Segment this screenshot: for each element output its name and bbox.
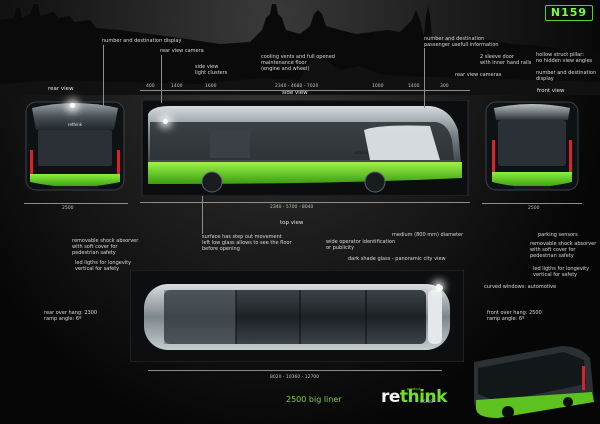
label-sleeve-door: 2 sleeve door with inner hand rails xyxy=(480,54,532,66)
dimension-line xyxy=(482,203,582,204)
label-curved-windows: curved windows: automotive xyxy=(484,284,557,290)
dim-2340-4680-7020: 2340 - 4680 - 7020 xyxy=(275,84,319,89)
dim-1400-left: 1400 xyxy=(171,84,183,89)
side-logo: rethink xyxy=(354,150,369,155)
label-surface-step: surface has step out movement left low g… xyxy=(202,234,292,252)
label-parking-sensors: parking sensors xyxy=(538,232,578,238)
label-number-destination: number and destination display xyxy=(102,38,182,44)
leader-line xyxy=(103,45,104,107)
label-dark-glass: dark shade glass - panoramic city view xyxy=(348,256,446,262)
dimension-line xyxy=(140,202,470,203)
dim-top-total: 8020 - 10360 - 12700 xyxy=(270,375,320,380)
label-medium-diameter: medium (800 mm) diameter xyxy=(392,232,464,238)
dim-300: 300 xyxy=(440,84,449,89)
side-view-title: side view xyxy=(282,90,308,96)
date: 06/08 xyxy=(420,400,433,405)
label-side-light: side view light clusters xyxy=(195,64,228,76)
label-rear-camera: rear view camera xyxy=(160,48,204,54)
rear-view-bus: rethink xyxy=(25,101,125,191)
label-passenger-info: number and destination passenger usefull… xyxy=(424,36,499,48)
top-glare xyxy=(436,284,441,289)
label-rear-overhang: rear over hang: 2300 ramp angle: 6º xyxy=(44,310,98,322)
brand-sub: product xyxy=(407,387,421,391)
side-view-bus: rethink xyxy=(141,100,469,196)
dim-1400-right: 1400 xyxy=(408,84,420,89)
label-shock-right: removable shock absorver with soft cover… xyxy=(530,241,597,259)
perspective-bus xyxy=(474,346,594,418)
label-front-overhang: front over hang: 2500 ramp angle: 6º xyxy=(487,310,542,322)
dim-1000: 1000 xyxy=(372,84,384,89)
model-badge: N159 xyxy=(545,5,593,21)
front-view-bus xyxy=(485,101,579,191)
label-front-number-destination: number and destination display xyxy=(536,70,597,82)
label-shock-left: removable shock absorver with soft cover… xyxy=(72,238,139,256)
label-hollow-pillar: hollow struct pillar: no hidden view ang… xyxy=(536,52,593,64)
leader-line xyxy=(424,48,425,108)
dim-1600: 1600 xyxy=(205,84,217,89)
dim-400: 400 xyxy=(146,84,155,89)
dimension-line xyxy=(140,90,470,91)
label-cooling-vents: cooling vents and full opened maintenanc… xyxy=(261,54,335,72)
model-name: 2500 big liner xyxy=(286,395,342,404)
front-view-title: front view xyxy=(537,88,565,94)
dimension-line xyxy=(24,203,128,204)
label-led-right: led ligths for longevity vertical for sa… xyxy=(533,266,590,278)
leader-line xyxy=(202,196,203,234)
side-glare xyxy=(163,119,168,124)
rear-headlight-glare xyxy=(70,103,75,108)
dim-front-width: 2500 xyxy=(528,206,540,211)
label-led-left: led ligths for longevity vertical for sa… xyxy=(75,260,132,272)
top-view-title: top view xyxy=(280,220,304,226)
rear-logo: rethink xyxy=(68,122,83,127)
leader-line xyxy=(161,55,162,103)
dim-side-total: 2340 - 5700 - 8040 xyxy=(270,205,314,210)
top-view-bus xyxy=(130,270,464,362)
label-rear-view-cameras: rear view cameras xyxy=(455,72,502,78)
label-wide-operator: wide operator identification or publicit… xyxy=(326,239,396,251)
city-skyline xyxy=(0,4,600,95)
rear-view-title: rear view xyxy=(48,86,74,92)
dim-rear-width: 2500 xyxy=(62,206,74,211)
brand-logo: rethink xyxy=(381,387,447,407)
dimension-line xyxy=(148,370,442,371)
